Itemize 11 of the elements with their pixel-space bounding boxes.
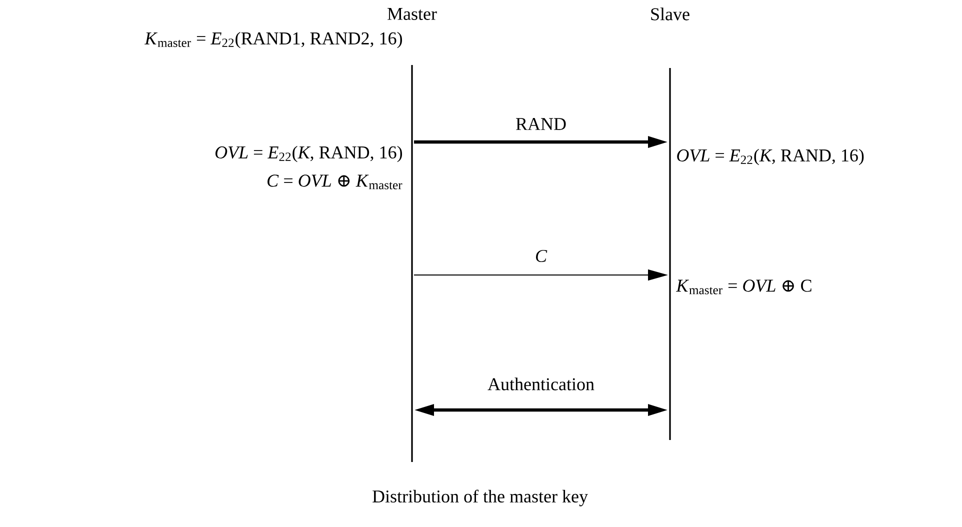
lifeline-header: Slave bbox=[651, 8, 690, 20]
formula: K$_{master}$ = OVL ⊕ C bbox=[676, 280, 812, 294]
lifeline-header: Master bbox=[388, 8, 437, 20]
formula: K$_{master}$ = E$_{22}$(RAND1, RAND2, 16) bbox=[144, 32, 402, 48]
formula: OVL = E$_{22}$(K, RAND, 16) bbox=[215, 146, 402, 162]
formula: OVL = E$_{22}$(K, RAND, 16) bbox=[677, 148, 864, 166]
arrow-label: RAND bbox=[514, 117, 568, 131]
formula: C = OVL ⊕ K$_{master}$ bbox=[268, 174, 402, 190]
caption: Distribution of the master key bbox=[372, 490, 588, 506]
arrow-label: Authentication bbox=[486, 376, 596, 392]
arrow-label: C bbox=[534, 248, 548, 264]
